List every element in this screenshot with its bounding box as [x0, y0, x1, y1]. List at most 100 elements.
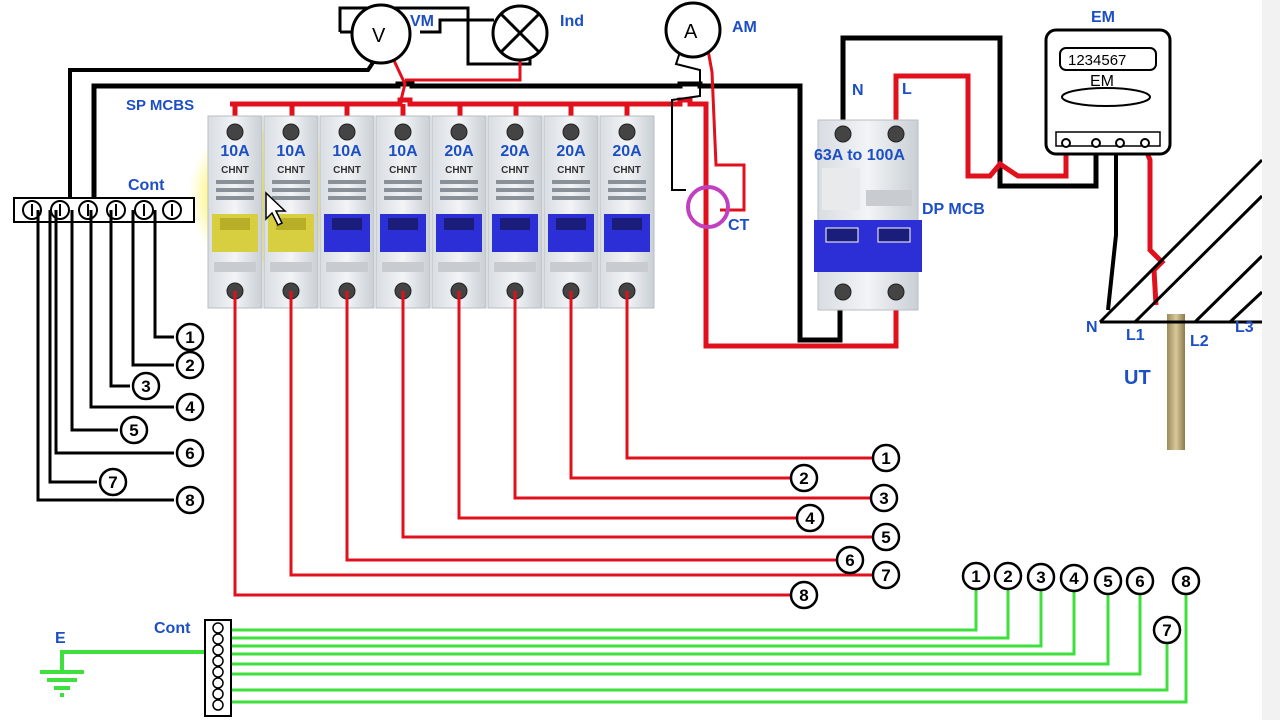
neutral-number-6: 6 [175, 438, 205, 468]
neutral-terminal [162, 200, 182, 220]
neutral-number-2: 2 [175, 350, 205, 380]
voltmeter [350, 3, 412, 65]
sp-mcb-4: 10A CHNT [375, 115, 431, 309]
earth-terminal [212, 633, 224, 645]
cont-top-label: Cont [128, 177, 165, 194]
sp-mcb-3: 10A CHNT [319, 115, 375, 309]
svg-text:3: 3 [879, 489, 888, 508]
utility-pole [1167, 314, 1185, 450]
dp-mcb [814, 119, 922, 311]
svg-text:1: 1 [881, 449, 890, 468]
neutral-terminal [134, 200, 154, 220]
em-live-out [1139, 139, 1166, 306]
earth-number-8: 8 [1171, 566, 1201, 596]
earth-wire-5 [231, 594, 1110, 666]
breaker-brand: CHNT [501, 165, 529, 176]
neutral-number-7: 7 [98, 467, 128, 497]
earth-terminal [212, 666, 224, 678]
svg-text:5: 5 [1103, 572, 1112, 591]
n-line-label: N [1086, 319, 1098, 336]
earth-label: E [55, 630, 66, 647]
svg-text:5: 5 [881, 528, 890, 547]
sp-mcb-5: 20A CHNT [431, 115, 487, 309]
live-wire-am [706, 49, 746, 212]
breaker-brand: CHNT [277, 165, 305, 176]
ind-label: Ind [560, 13, 584, 30]
live-wire-3 [513, 291, 870, 500]
live-label: L [902, 81, 912, 98]
ut-label: UT [1124, 367, 1151, 389]
earth-wire-8 [231, 594, 1188, 704]
earth-number-4: 4 [1059, 563, 1089, 593]
am-neutral-wire [671, 51, 701, 191]
window-edge [1262, 0, 1280, 720]
energy-meter [1044, 28, 1172, 156]
l3-label: L3 [1235, 319, 1254, 336]
breaker-brand: CHNT [389, 165, 417, 176]
svg-text:2: 2 [185, 356, 194, 375]
earth-wire-4 [231, 591, 1076, 656]
live-number-8: 8 [789, 580, 819, 610]
live-number-3: 3 [869, 483, 899, 513]
live-number-5: 5 [871, 522, 901, 552]
l2-label: L2 [1190, 333, 1209, 350]
svg-text:8: 8 [799, 586, 808, 605]
earth-terminal [212, 622, 224, 634]
breaker-brand: CHNT [445, 165, 473, 176]
breaker-brand: CHNT [613, 165, 641, 176]
svg-text:4: 4 [1069, 569, 1079, 588]
em-face-label: EM [1090, 73, 1114, 90]
neutral-wire-4 [89, 210, 174, 409]
breaker-brand: CHNT [557, 165, 585, 176]
neutral-number-4: 4 [175, 392, 205, 422]
live-wire-7 [289, 291, 872, 577]
neutral-wire-2 [131, 210, 174, 367]
earth-number-5: 5 [1093, 566, 1123, 596]
em-counter: 1234567 [1068, 52, 1126, 69]
neutral-terminal [50, 200, 70, 220]
breaker-rating: 10A [388, 143, 418, 160]
cont-bottom-label: Cont [154, 620, 191, 637]
breaker-brand: CHNT [333, 165, 361, 176]
earth-number-3: 3 [1026, 562, 1056, 592]
neutral-wire-7 [48, 210, 97, 484]
live-number-7: 7 [871, 560, 901, 590]
neutral-label: N [852, 82, 864, 99]
earth-wire-1 [231, 589, 978, 632]
svg-text:4: 4 [185, 398, 195, 417]
sp-mcb-6: 20A CHNT [487, 115, 543, 309]
earth-wire-6 [231, 594, 1142, 676]
svg-text:7: 7 [108, 473, 117, 492]
svg-text:7: 7 [1162, 621, 1171, 640]
live-wire-4 [457, 291, 796, 520]
svg-text:6: 6 [185, 444, 194, 463]
breaker-rating: 20A [444, 143, 474, 160]
live-wire-vm [388, 51, 407, 105]
neutral-wire-1 [153, 210, 174, 339]
live-number-6: 6 [835, 545, 865, 575]
svg-text:8: 8 [1181, 572, 1190, 591]
svg-text:6: 6 [1135, 572, 1144, 591]
svg-text:1: 1 [971, 567, 980, 586]
am-label: AM [732, 19, 757, 36]
current-transformer [686, 185, 730, 229]
neutral-terminal-block [13, 197, 195, 223]
neutral-bus [91, 81, 843, 343]
breaker-rating: 20A [500, 143, 530, 160]
svg-text:2: 2 [799, 469, 808, 488]
earth-terminal [212, 655, 224, 667]
neutral-wire-5 [70, 210, 118, 432]
breaker-rating: 10A [332, 143, 362, 160]
neutral-terminal [78, 200, 98, 220]
earth-terminal [212, 699, 224, 711]
earth-number-1: 1 [961, 561, 991, 591]
svg-text:8: 8 [185, 491, 194, 510]
ammeter [664, 1, 722, 59]
neutral-wire-3 [109, 210, 130, 388]
live-wire-5 [401, 291, 872, 539]
mouse-pointer-icon [265, 191, 287, 227]
